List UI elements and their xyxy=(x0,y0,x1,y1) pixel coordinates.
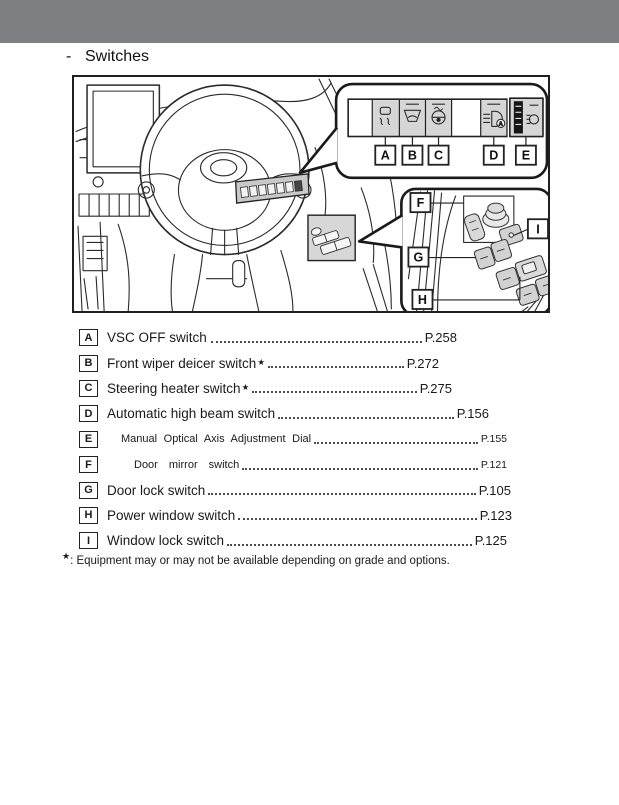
steering-heater-icon xyxy=(431,103,446,125)
dotted-leader xyxy=(278,416,454,419)
dashboard-illustration: A A B C D E xyxy=(75,78,548,311)
index-row-g: G Door lock switch P.105 xyxy=(79,477,511,502)
power-window-switch-icon xyxy=(495,255,548,306)
switch-label: Door lock switch xyxy=(107,482,206,498)
door-switch-callout: F G H I xyxy=(357,187,548,311)
instrument-panel-switch-strip xyxy=(235,173,310,204)
index-row-e: E Manual Optical Axis Adjustment Dial P.… xyxy=(79,427,507,452)
auto-high-beam-a-glyph: A xyxy=(499,121,503,127)
callout-key-i: I xyxy=(79,532,98,550)
callout-key-d: D xyxy=(79,405,98,423)
callout-key-e: E xyxy=(79,430,98,448)
dotted-leader xyxy=(210,340,422,343)
headlight-leveling-dial-icon xyxy=(509,97,544,138)
footnote: ★: Equipment may or may not be available… xyxy=(62,551,450,567)
index-row-i: I Window lock switch P.125 xyxy=(79,528,507,553)
callout-key-b: B xyxy=(79,354,98,372)
callout-key-a: A xyxy=(79,329,98,347)
switch-label: Power window switch xyxy=(107,507,236,523)
page-ref: P.272 xyxy=(406,355,439,371)
index-row-f: F Door mirror switch P.121 xyxy=(79,452,507,477)
page-ref: P.105 xyxy=(478,482,511,498)
door-mirror-switch-icon xyxy=(463,202,510,242)
page-ref: P.155 xyxy=(480,433,507,446)
dotted-leader xyxy=(208,493,476,496)
dotted-leader xyxy=(267,366,404,369)
index-row-c: C Steering heater switch★ P.275 xyxy=(79,376,452,401)
page-ref: P.275 xyxy=(419,380,452,396)
page-ref: P.156 xyxy=(456,406,489,422)
wiper-deicer-icon xyxy=(403,103,422,122)
page-ref: P.123 xyxy=(479,507,512,523)
heading-dash: - xyxy=(66,48,72,65)
switch-label: Steering heater switch xyxy=(107,380,241,396)
steering-wheel xyxy=(137,84,312,311)
callout-label-e: E xyxy=(522,149,530,163)
optional-star: ★ xyxy=(257,356,265,367)
callout-label-c: C xyxy=(434,149,443,163)
page-ref: P.125 xyxy=(474,533,507,549)
switch-label: Automatic high beam switch xyxy=(107,406,276,422)
index-row-h: H Power window switch P.123 xyxy=(79,503,512,528)
dotted-leader xyxy=(227,543,472,546)
dotted-leader xyxy=(242,467,478,470)
section-heading: - Switches xyxy=(66,48,149,66)
switch-label: Manual Optical Axis Adjustment Dial xyxy=(121,433,312,446)
door-switch-area xyxy=(307,214,356,262)
optional-star: ★ xyxy=(241,381,250,392)
switch-label: Window lock switch xyxy=(107,533,225,549)
switch-location-figure: A A B C D E xyxy=(72,75,550,313)
switch-label: Door mirror switch xyxy=(134,458,240,471)
auto-high-beam-icon xyxy=(483,103,506,128)
index-row-a: A VSC OFF switch P.258 xyxy=(79,325,457,350)
door-lock-switch-icon xyxy=(473,239,513,270)
callout-key-f: F xyxy=(79,456,98,474)
page-ref: P.258 xyxy=(424,330,457,346)
switch-panel-callout: A A B C D E xyxy=(298,82,548,180)
callout-key-h: H xyxy=(79,506,98,524)
vsc-off-icon xyxy=(379,106,391,125)
switch-label: Front wiper deicer switch xyxy=(107,355,257,371)
page-ref: P.121 xyxy=(480,458,507,471)
dotted-leader xyxy=(252,391,417,394)
callout-label-d: D xyxy=(489,149,498,163)
page-header-bar xyxy=(0,0,619,43)
dotted-leader xyxy=(314,442,478,445)
switch-label: VSC OFF switch xyxy=(107,330,207,346)
callout-key-g: G xyxy=(79,481,98,499)
heading-text: Switches xyxy=(85,48,150,65)
index-row-d: D Automatic high beam switch P.156 xyxy=(79,401,489,426)
callout-key-c: C xyxy=(79,379,98,397)
index-row-b: B Front wiper deicer switch★ P.272 xyxy=(79,350,439,375)
footnote-star: ★ xyxy=(62,551,71,561)
callout-label-f: F xyxy=(417,196,425,210)
callout-label-g: G xyxy=(414,251,424,265)
switch-index-list: A VSC OFF switch P.258 B Front wiper dei… xyxy=(79,325,512,554)
footnote-text: : Equipment may or may not be available … xyxy=(70,554,450,567)
dotted-leader xyxy=(238,518,477,521)
callout-label-b: B xyxy=(408,149,417,163)
callout-label-i: I xyxy=(536,222,539,236)
callout-label-h: H xyxy=(418,293,427,307)
callout-label-a: A xyxy=(381,149,390,163)
